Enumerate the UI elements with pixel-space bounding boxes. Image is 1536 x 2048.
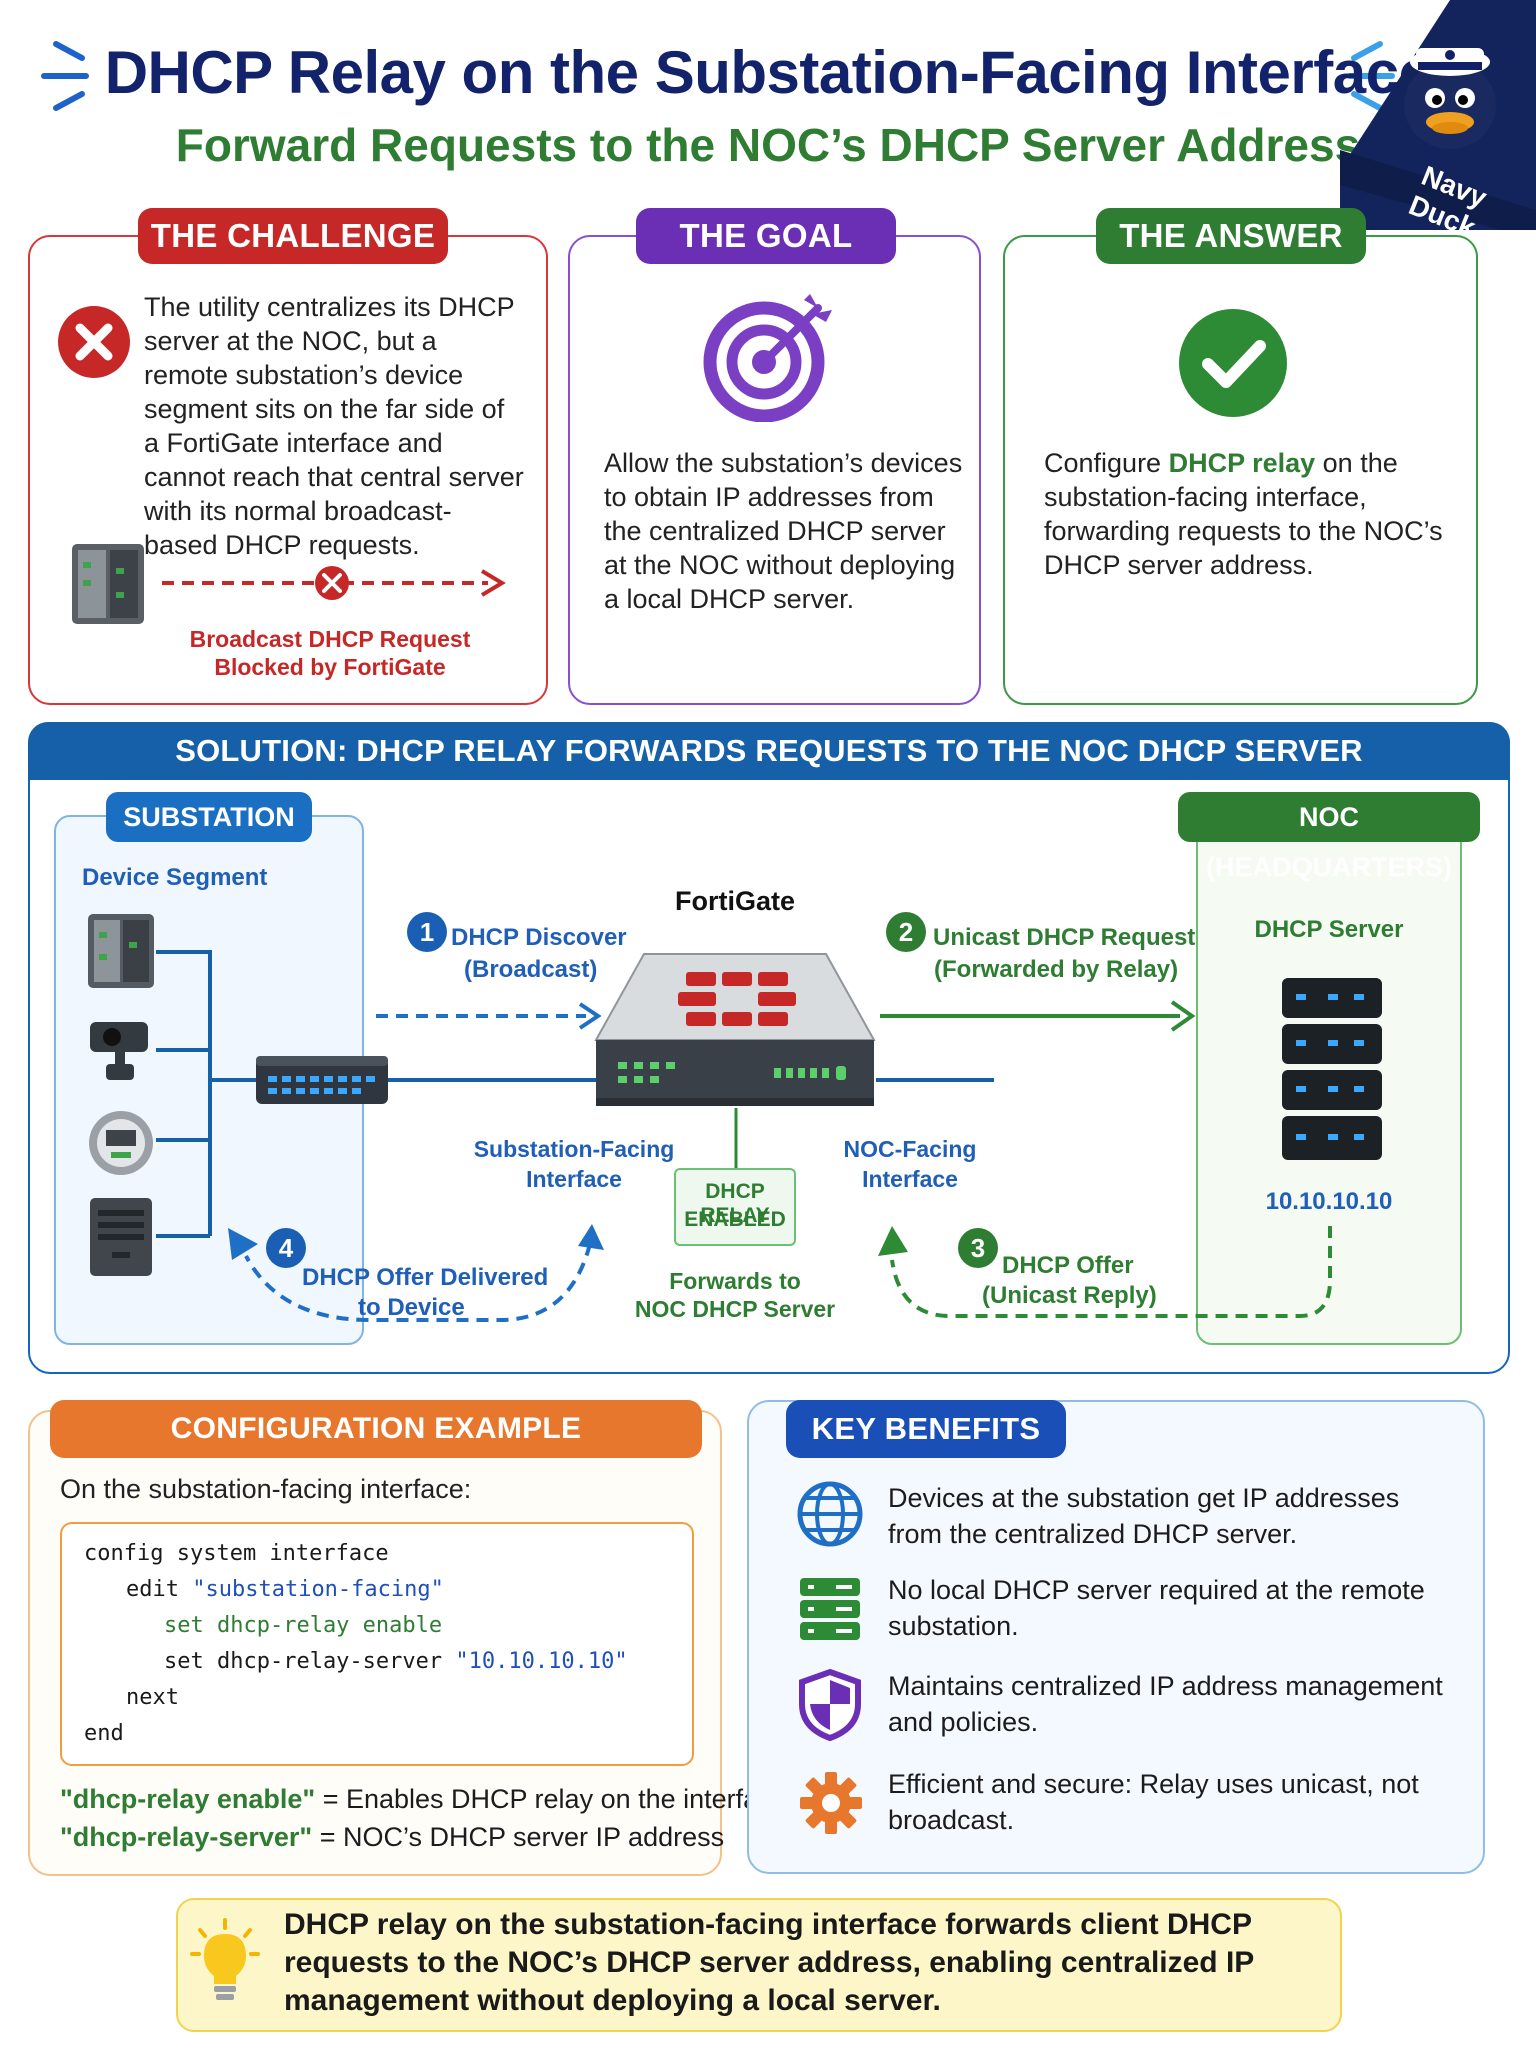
server-stack-icon <box>800 1578 860 1640</box>
step1-label-line2: (Broadcast) <box>464 956 598 983</box>
answer-text: Configure DHCP relay on the substation-f… <box>1044 446 1454 582</box>
step4-label-line2: to Device <box>358 1294 465 1321</box>
config-note-1-text: = Enables DHCP relay on the interface <box>315 1784 787 1814</box>
answer-text-highlight: DHCP relay <box>1168 448 1316 478</box>
right-sparkle-icon <box>1347 41 1395 111</box>
answer-label: THE ANSWER <box>1096 208 1366 264</box>
forwards-line1: Forwards to <box>669 1268 801 1294</box>
summary-box <box>176 1898 1342 2032</box>
network-switch-icon <box>256 1056 388 1104</box>
noc-iface-line1: NOC-Facing <box>843 1136 977 1162</box>
goal-text: Allow the substation’s devices to obtain… <box>604 448 963 614</box>
config-code-block: config system interface edit "substation… <box>60 1522 694 1766</box>
code-line-5: next <box>126 1685 179 1710</box>
sub-iface-line1: Substation-Facing <box>473 1136 675 1162</box>
config-note-2-text: = NOC’s DHCP server IP address <box>312 1822 725 1852</box>
answer-text-before: Configure <box>1044 448 1169 478</box>
challenge-text: The utility centralizes its DHCP server … <box>144 292 524 560</box>
step1-number: 1 <box>407 912 447 952</box>
step3-arrow <box>878 1226 1332 1318</box>
fortigate-noc-link <box>876 1078 994 1082</box>
relay-enabled-badge <box>674 1168 796 1246</box>
code-line-2-kw: edit <box>126 1577 193 1602</box>
noc-tab: NOC (HEADQUARTERS) <box>1178 792 1480 882</box>
fortigate-appliance-icon <box>594 953 876 1106</box>
challenge-label: THE CHALLENGE <box>138 208 448 264</box>
relay-badge-line2: ENABLED <box>684 1208 786 1231</box>
step2-number: 2 <box>886 912 926 952</box>
step4-arrow <box>228 1224 604 1322</box>
left-sparkle-icon <box>41 41 89 111</box>
benefit-3-text: Maintains centralized IP address managem… <box>888 1671 1443 1737</box>
device-segment-label: Device Segment <box>82 864 268 891</box>
camera-icon <box>90 1022 148 1080</box>
benefit-4-text: Efficient and secure: Relay uses unicast… <box>888 1769 1419 1835</box>
rtu-cabinet-icon <box>88 914 154 988</box>
step1-arrow <box>376 1002 602 1030</box>
dhcp-server-label: DHCP Server <box>1254 916 1404 943</box>
benefit-1-text: Devices at the substation get IP address… <box>888 1483 1400 1549</box>
device-bus-lines <box>156 950 212 1238</box>
gear-icon <box>800 1772 862 1834</box>
io-cabinet-icon <box>90 1198 152 1276</box>
goal-label: THE GOAL <box>636 208 896 264</box>
benefits-label: KEY BENEFITS <box>786 1400 1066 1458</box>
step3-number: 3 <box>958 1228 998 1268</box>
step2-label-line2: (Forwarded by Relay) <box>934 956 1179 983</box>
blocked-caption-line1: Broadcast DHCP Request <box>189 626 471 652</box>
code-line-1: config system interface <box>84 1541 389 1566</box>
device-cabinet-icon <box>72 544 144 624</box>
step2-label-line1: Unicast DHCP Request <box>933 924 1196 951</box>
navy-duck-logo <box>1340 0 1536 230</box>
blocked-request-arrow <box>162 566 506 600</box>
dhcp-server-icon <box>1282 978 1382 1160</box>
switch-connector-line <box>210 1078 264 1082</box>
meter-icon <box>89 1111 153 1175</box>
sub-iface-line2: Interface <box>526 1166 622 1192</box>
target-icon <box>703 294 832 422</box>
noc-iface-line2: Interface <box>862 1166 958 1192</box>
page-title: DHCP Relay on the Substation-Facing Inte… <box>104 39 1432 106</box>
blocked-caption-line2: Blocked by FortiGate <box>214 654 446 680</box>
shield-icon <box>799 1668 861 1742</box>
config-intro: On the substation-facing interface: <box>60 1474 472 1504</box>
forwards-line2: NOC DHCP Server <box>634 1296 836 1322</box>
config-note-2: "dhcp-relay-server" = NOC’s DHCP server … <box>60 1822 724 1853</box>
step3-label-line2: (Unicast Reply) <box>982 1282 1157 1309</box>
code-line-4: set dhcp-relay-server "10.10.10.10" <box>84 1644 670 1680</box>
error-x-icon <box>58 306 130 378</box>
code-line-4-val: "10.10.10.10" <box>455 1649 628 1674</box>
relay-badge-line1: DHCP RELAY <box>700 1180 770 1227</box>
benefit-2-text: No local DHCP server required at the rem… <box>888 1575 1425 1641</box>
code-line-3: set dhcp-relay enable <box>164 1613 443 1638</box>
step1-label-line1: DHCP Discover <box>451 924 627 951</box>
code-line-6: end <box>84 1721 124 1746</box>
page-subtitle: Forward Requests to the NOC’s DHCP Serve… <box>175 119 1361 171</box>
solution-banner: SOLUTION: DHCP RELAY FORWARDS REQUESTS T… <box>28 722 1510 780</box>
benefits-panel <box>747 1400 1485 1874</box>
step4-label-line1: DHCP Offer Delivered <box>302 1264 549 1291</box>
code-line-2: edit "substation-facing" <box>84 1572 670 1608</box>
config-note-1: "dhcp-relay enable" = Enables DHCP relay… <box>60 1784 787 1815</box>
step4-number: 4 <box>266 1228 306 1268</box>
server-ip-label: 10.10.10.10 <box>1265 1188 1393 1215</box>
substation-tab: SUBSTATION <box>106 792 312 842</box>
switch-to-fortigate-link <box>388 1078 596 1082</box>
lightbulb-icon <box>190 1918 260 2000</box>
globe-icon <box>797 1481 863 1547</box>
fortigate-label: FortiGate <box>674 886 795 916</box>
config-label: CONFIGURATION EXAMPLE <box>50 1400 702 1458</box>
code-line-2-val: "substation-facing" <box>192 1577 444 1602</box>
config-note-2-key: "dhcp-relay-server" <box>60 1822 313 1852</box>
config-note-1-key: "dhcp-relay enable" <box>60 1784 316 1814</box>
answer-text-after: on the substation-facing interface, forw… <box>1044 448 1443 580</box>
checkmark-icon <box>1179 309 1287 417</box>
summary-text: DHCP relay on the substation-facing inte… <box>284 1908 1254 2017</box>
step3-label-line1: DHCP Offer <box>1002 1252 1134 1279</box>
code-line-4-kw: set dhcp-relay-server <box>164 1649 456 1674</box>
relay-stem-line <box>734 1108 738 1170</box>
step2-arrow <box>880 1000 1196 1032</box>
